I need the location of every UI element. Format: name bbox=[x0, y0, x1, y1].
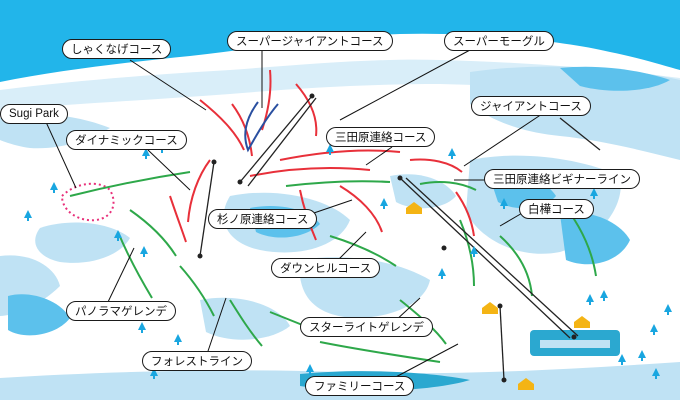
forest-patch-ridge bbox=[560, 66, 670, 91]
course-forest-line bbox=[179, 265, 215, 317]
hut-icon bbox=[406, 202, 422, 214]
trees bbox=[24, 142, 672, 379]
course-dynamic bbox=[187, 159, 211, 223]
label-suginohara-renraku-course: 杉ノ原連絡コース bbox=[208, 209, 318, 229]
hut-icon bbox=[482, 302, 498, 314]
course-mitahara-2 bbox=[249, 167, 371, 177]
leader-lines bbox=[45, 49, 543, 380]
label-super-giant-course: スーパージャイアントコース bbox=[227, 31, 393, 51]
course-panorama-upper bbox=[129, 209, 177, 257]
course-red-right bbox=[455, 191, 475, 237]
lift-line-4 bbox=[499, 305, 505, 381]
label-starlight-gelande: スターライトゲレンデ bbox=[300, 317, 433, 337]
forest-patch-left bbox=[8, 294, 70, 336]
lift-line-3 bbox=[399, 177, 571, 339]
lift-line-1 bbox=[239, 95, 313, 183]
label-family-course: ファミリーコース bbox=[305, 376, 415, 396]
course-suginohara bbox=[285, 180, 391, 187]
hut-icon bbox=[518, 378, 534, 390]
course-downhill bbox=[339, 185, 383, 233]
course-super-mogul bbox=[244, 101, 279, 153]
course-beginner bbox=[419, 181, 477, 191]
label-dynamic-course: ダイナミックコース bbox=[66, 130, 187, 150]
huts bbox=[406, 202, 590, 390]
terrain-patch-mid-left bbox=[35, 222, 130, 263]
label-downhill-course: ダウンヒルコース bbox=[271, 258, 381, 278]
label-shirakaba-course: 白樺コース bbox=[519, 199, 594, 219]
label-shakunage-course: しゃくなげコース bbox=[62, 39, 172, 59]
course-shirakaba bbox=[499, 235, 533, 297]
course-giant bbox=[409, 158, 463, 173]
label-mitahara-beginner-line: 三田原連絡ビギナーライン bbox=[484, 169, 640, 189]
base-parking bbox=[540, 340, 610, 348]
label-giant-course: ジャイアントコース bbox=[471, 96, 591, 116]
lift-line-5 bbox=[559, 117, 601, 151]
hut-icon bbox=[574, 316, 590, 328]
course-panorama bbox=[117, 231, 153, 299]
course-green-upper-left bbox=[69, 171, 191, 197]
course-super-giant-2 bbox=[295, 83, 318, 137]
course-family bbox=[319, 341, 441, 363]
label-panorama-gelande: パノラマゲレンデ bbox=[66, 301, 176, 321]
lift-line-2 bbox=[199, 161, 215, 257]
label-forest-line: フォレストライン bbox=[142, 351, 252, 371]
course-forest-line-2 bbox=[229, 299, 263, 347]
lift-line-1b bbox=[247, 97, 317, 187]
course-dynamic-2 bbox=[169, 195, 187, 243]
lift-stations bbox=[197, 93, 577, 383]
course-downhill-green bbox=[329, 235, 397, 267]
label-sugi-park: Sugi Park bbox=[0, 104, 68, 124]
label-mitahara-renraku-course: 三田原連絡コース bbox=[326, 127, 436, 147]
lift-line-3b bbox=[405, 177, 579, 337]
course-starlight bbox=[459, 219, 475, 287]
label-super-mogul-course: スーパーモーグル bbox=[444, 31, 554, 51]
sugi-park-area bbox=[60, 182, 115, 222]
course-shakunage bbox=[199, 99, 245, 151]
